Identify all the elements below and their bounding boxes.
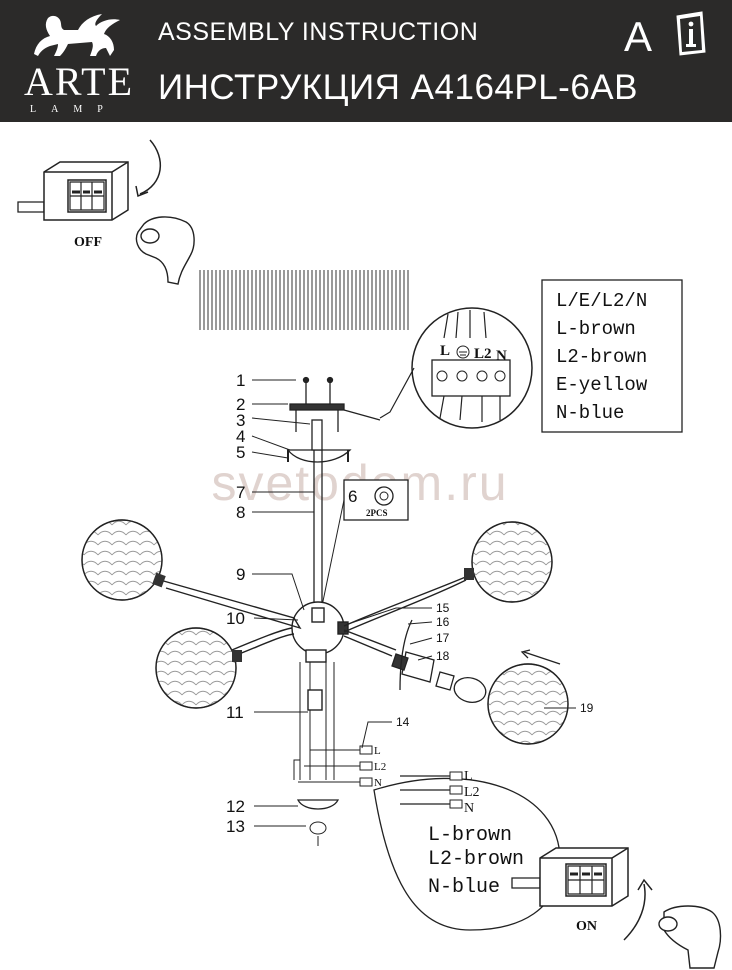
zoom-label-l2: L2 — [464, 785, 480, 800]
title-russian: ИНСТРУКЦИЯ A4164PL-6AB — [158, 68, 638, 107]
wire-label-l2: L2 — [374, 761, 386, 773]
legend-line: E-yellow — [556, 374, 648, 396]
light-bulb-icon — [391, 619, 487, 703]
glass-shade-icon — [471, 521, 553, 603]
part-number-19: 19 — [580, 701, 594, 715]
terminal-label-l2: L2 — [474, 346, 492, 362]
canopy-assembly — [286, 376, 381, 610]
part-number-6: 6 — [348, 487, 357, 506]
part-number-4: 4 — [236, 427, 245, 446]
glass-shade-icon — [155, 627, 237, 709]
terminal-label-l: L — [440, 343, 450, 359]
title-english: ASSEMBLY INSTRUCTION — [158, 18, 479, 46]
part-number-3: 3 — [236, 411, 245, 430]
wall-switch-icon — [17, 161, 129, 221]
legend-line: L-brown — [556, 318, 636, 340]
hand-icon — [658, 905, 722, 969]
on-label: ON — [576, 919, 597, 934]
brand-subtitle: LAMP — [30, 104, 118, 115]
part-number-12: 12 — [226, 797, 245, 816]
zoom-legend-line: L2-brown — [428, 848, 524, 871]
griffin-logo-icon — [34, 14, 120, 56]
wire-zoom — [373, 771, 561, 931]
part-number-5: 5 — [236, 443, 245, 462]
lamp-arms — [159, 575, 469, 657]
brand-name: ARTE — [24, 59, 135, 104]
curved-arrow-head — [135, 185, 149, 198]
wire-label-l: L — [374, 745, 381, 757]
part-number-13: 13 — [226, 817, 245, 836]
part-number-18: 18 — [436, 649, 450, 663]
part-callouts — [251, 379, 576, 827]
hatched-panel — [199, 270, 409, 330]
zoom-legend-line: L-brown — [428, 824, 512, 847]
legend-line: L2-brown — [556, 346, 647, 368]
wire-label-n: N — [374, 777, 382, 789]
hand-icon — [135, 216, 195, 285]
part-number-7: 7 — [236, 483, 245, 502]
zoom-label-l: L — [464, 769, 473, 784]
legend-line: L/E/L2/N — [556, 290, 647, 312]
part-number-17: 17 — [436, 631, 450, 645]
part-number-8: 8 — [236, 503, 245, 522]
instruction-book-icon — [676, 11, 706, 56]
part-number-9: 9 — [236, 565, 245, 584]
legend-line: N-blue — [556, 402, 624, 424]
glass-shade-icon — [487, 663, 569, 745]
part-number-2: 2 — [236, 395, 245, 414]
language-letter: A — [624, 13, 653, 60]
curved-arrow-icon — [139, 139, 162, 195]
insert-arrow — [523, 651, 561, 665]
curved-arrow-icon — [623, 883, 646, 941]
part-number-1: 1 — [236, 371, 245, 390]
part-number-14: 14 — [396, 715, 410, 729]
terminal-block-zoom — [411, 307, 533, 429]
zoom-label-n: N — [464, 801, 474, 816]
part6-ring — [374, 486, 394, 506]
glass-shade-icon — [81, 519, 163, 601]
center-hub — [291, 601, 349, 780]
page-header: ARTE LAMP ASSEMBLY INSTRUCTION ИНСТРУКЦИ… — [0, 0, 732, 122]
part-number-11: 11 — [226, 703, 244, 722]
wall-switch-icon — [511, 847, 629, 907]
part-number-10: 10 — [226, 609, 245, 628]
part-number-16: 16 — [436, 615, 450, 629]
zoom-legend-line: N-blue — [428, 876, 500, 899]
off-label: OFF — [74, 235, 102, 250]
terminal-label-n: N — [496, 348, 507, 364]
part6-quantity: 2PCS — [366, 508, 388, 518]
wire-color-legend — [541, 279, 683, 433]
assembly-diagram: svetodom.ru OFF L/E/L2/N L-brown L2-brow… — [17, 139, 722, 969]
part-number-15: 15 — [436, 601, 450, 615]
bottom-cap — [296, 799, 340, 810]
